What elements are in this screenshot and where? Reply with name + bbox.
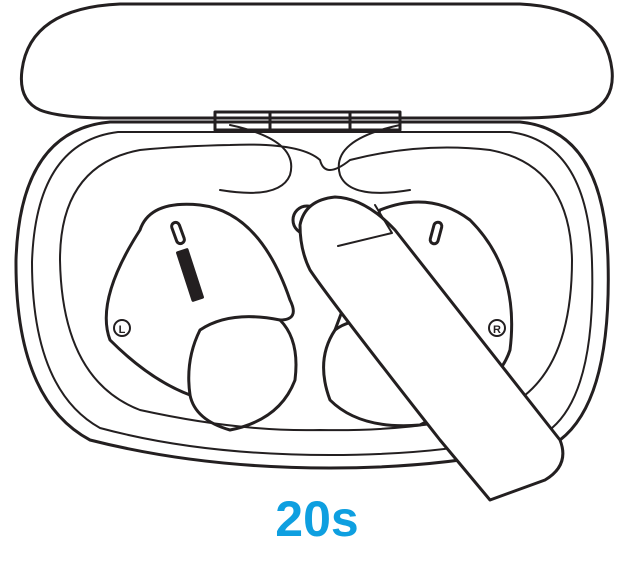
left-earbud: L — [104, 202, 298, 432]
right-mark-circle — [488, 319, 506, 337]
left-mark-circle — [113, 319, 131, 337]
finger — [298, 195, 565, 502]
case-lid — [19, 2, 614, 120]
right-mark: R — [493, 324, 501, 336]
left-mark: L — [119, 324, 126, 336]
duration-label: 20s — [275, 491, 359, 547]
case-body — [14, 120, 610, 470]
tray — [59, 143, 573, 432]
case-inner-rim — [31, 131, 594, 456]
brand-logo — [176, 248, 204, 302]
